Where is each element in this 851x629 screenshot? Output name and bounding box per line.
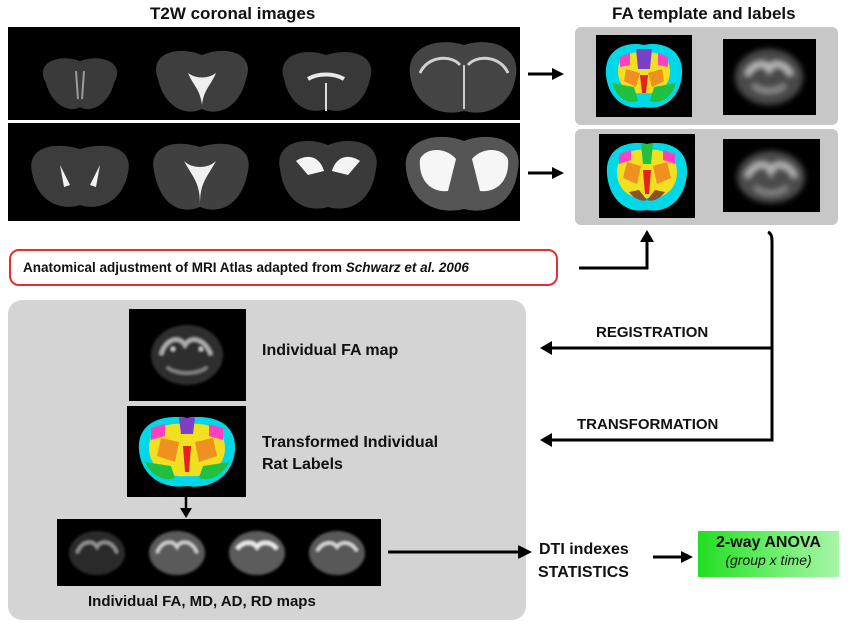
transformed-labels-line2: Rat Labels — [262, 456, 343, 473]
arrow-to-anova — [653, 551, 693, 563]
atlas-labels-bottom — [599, 134, 695, 218]
maps-caption: Individual FA, MD, AD, RD maps — [88, 593, 316, 610]
individual-maps-strip — [57, 519, 381, 586]
atlas-adjustment-note: Anatomical adjustment of MRI Atlas adapt… — [9, 249, 558, 286]
note-citation: Schwarz et al. 2006 — [345, 260, 469, 275]
t2w-strip-bottom — [8, 123, 520, 221]
dti-indexes-label: DTI indexes — [539, 541, 629, 558]
arrow-to-fa-bottom — [528, 167, 564, 179]
anova-title: 2-way ANOVA — [716, 534, 821, 551]
t2w-top-slices — [42, 42, 517, 113]
t2w-slice-1c — [282, 52, 372, 111]
down-arrow — [180, 496, 192, 518]
map-rd — [309, 531, 365, 575]
note-prefix: Anatomical adjustment of MRI Atlas adapt… — [23, 260, 346, 275]
fa-template-title: FA template and labels — [612, 4, 796, 23]
registration-transformation-connector — [540, 230, 774, 447]
t2w-slice-1a — [42, 58, 118, 110]
registration-label: REGISTRATION — [596, 324, 709, 341]
fa-template-image-top — [723, 39, 816, 115]
transformed-labels-image — [127, 406, 246, 497]
t2w-slice-2a — [31, 145, 129, 207]
anova-subtitle: (group x time) — [725, 552, 812, 568]
map-fa — [69, 531, 125, 575]
fa-template-image-bottom — [723, 139, 820, 212]
t2w-slice-2c — [279, 140, 377, 209]
individual-fa-map-label: Individual FA map — [262, 342, 399, 359]
atlas-labels-top — [596, 35, 692, 117]
transformation-label: TRANSFORMATION — [577, 416, 719, 433]
t2w-slice-2d — [405, 136, 519, 211]
t2w-title: T2W coronal images — [150, 4, 316, 23]
t2w-slice-2b — [153, 143, 249, 210]
anova-box: 2-way ANOVA (group x time) — [698, 531, 839, 577]
individual-fa-map-image — [129, 309, 246, 401]
dti-statistics-label: STATISTICS — [538, 564, 629, 581]
note-to-template-arrow — [579, 230, 654, 270]
arrow-to-fa-top — [528, 68, 564, 80]
t2w-strip-top — [8, 27, 520, 120]
arrow-to-dti — [388, 545, 532, 559]
map-ad — [229, 531, 285, 575]
t2w-slice-1d — [409, 42, 517, 113]
transformed-labels-line1: Transformed Individual — [262, 434, 439, 451]
t2w-bottom-slices — [31, 136, 519, 211]
t2w-slice-1b — [156, 50, 248, 112]
map-md — [149, 531, 205, 575]
